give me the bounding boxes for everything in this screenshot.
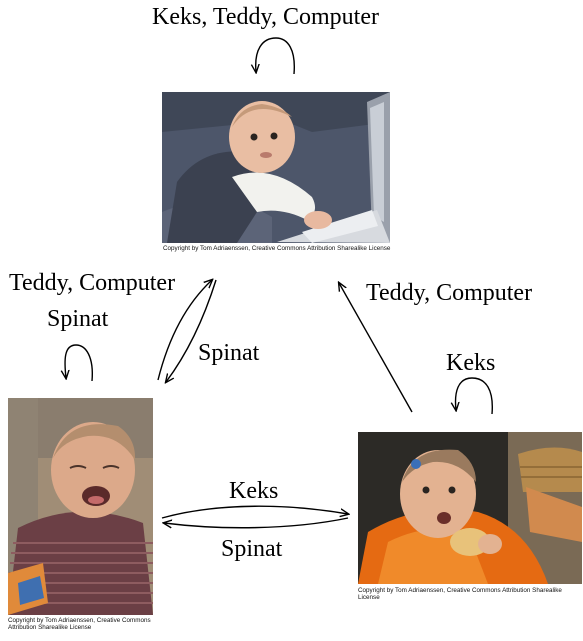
top-self-loop-arrow [256,37,295,74]
left-to-right-label: Keks [229,478,279,504]
top-photo-caption: Copyright by Tom Adriaenssen, Creative C… [163,245,391,252]
top-self-loop-label: Keks, Teddy, Computer [152,4,379,30]
left-to-top-arrow [157,280,212,381]
baby-crying-photo [8,398,153,615]
left-self-loop-label: Spinat [47,306,109,332]
baby-eating-photo [358,432,582,584]
right-self-loop-arrow [456,377,493,415]
left-to-top-label: Teddy, Computer [9,270,176,296]
right-to-left-label: Spinat [221,536,283,562]
right-to-top-arrow [339,283,413,413]
left-photo-caption: Copyright by Tom Adriaenssen, Creative C… [8,617,151,631]
left-to-right-arrow [161,505,348,519]
right-to-left-arrow [164,517,349,529]
left-self-loop-arrow [65,344,93,382]
right-self-loop-label: Keks [446,350,496,376]
baby-computer-photo [162,92,390,243]
right-photo-caption: Copyright by Tom Adriaenssen, Creative C… [358,587,562,601]
top-to-left-arrow [166,279,217,382]
top-to-left-label: Spinat [198,340,260,366]
right-to-top-label: Teddy, Computer [366,280,533,306]
